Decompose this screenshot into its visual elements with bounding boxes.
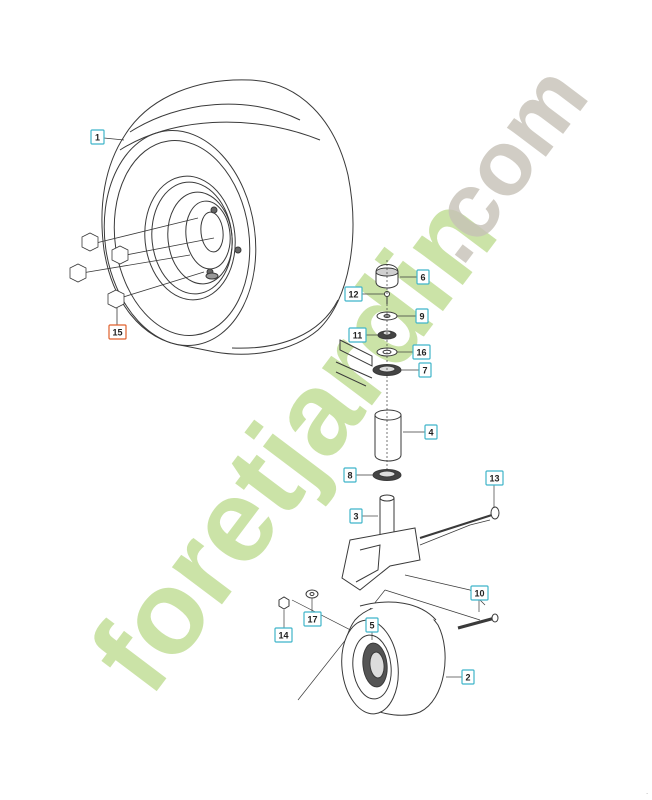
rim-inner <box>167 191 233 285</box>
callout-11[interactable]: 11 <box>348 327 367 343</box>
callout-16[interactable]: 16 <box>412 344 431 360</box>
callout-5[interactable]: 5 <box>365 617 379 633</box>
lug-nuts <box>69 217 215 325</box>
callout-10[interactable]: 10 <box>470 585 489 601</box>
callout-label: 17 <box>307 615 317 625</box>
callout-14[interactable]: 14 <box>274 627 293 643</box>
callout-label: 6 <box>420 273 425 283</box>
drive-wheel <box>101 79 354 355</box>
callout-label: 9 <box>419 312 424 322</box>
callout-label: 10 <box>474 589 484 599</box>
callout-6[interactable]: 6 <box>416 269 430 285</box>
callout-13[interactable]: 13 <box>485 470 504 486</box>
callout-2[interactable]: 2 <box>461 669 475 685</box>
callout-label: 1 <box>95 133 100 143</box>
callout-leaders <box>103 137 495 678</box>
pivot-tube <box>374 415 402 462</box>
caster-wheel <box>341 601 446 716</box>
callout-4[interactable]: 4 <box>424 424 438 440</box>
callout-label: 14 <box>278 631 288 641</box>
callout-label: 3 <box>353 512 358 522</box>
rim-outer <box>144 175 236 301</box>
tire-face <box>103 130 257 346</box>
callout-label: 2 <box>465 673 470 683</box>
callout-15[interactable]: 15 <box>108 324 127 340</box>
callout-label: 8 <box>347 471 352 481</box>
callout-12[interactable]: 12 <box>344 286 363 302</box>
callout-7[interactable]: 7 <box>418 362 432 378</box>
callout-label: 13 <box>489 474 499 484</box>
callout-3[interactable]: 3 <box>349 508 363 524</box>
callout-label: 4 <box>428 428 433 438</box>
callout-8[interactable]: 8 <box>343 467 357 483</box>
callout-label: 5 <box>369 621 374 631</box>
callout-label: 15 <box>112 328 122 338</box>
callout-label: 16 <box>416 348 426 358</box>
callout-label: 12 <box>348 290 358 300</box>
callout-1[interactable]: 1 <box>90 129 105 145</box>
corner-mark: · <box>646 791 648 798</box>
caster-fork <box>341 527 421 591</box>
callout-9[interactable]: 9 <box>415 308 429 324</box>
callout-label: 7 <box>422 366 427 376</box>
callout-label: 11 <box>353 331 363 341</box>
callout-17[interactable]: 17 <box>303 611 322 627</box>
callouts: 1 15 6 12 9 11 16 7 <box>90 129 504 685</box>
